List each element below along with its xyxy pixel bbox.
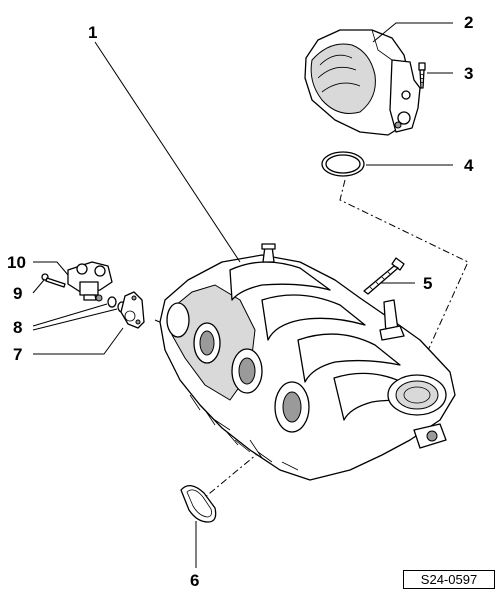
callout-1: 1 (88, 23, 98, 42)
sensor-screw (41, 273, 66, 288)
lower-seal (180, 485, 217, 523)
throttle-valve-module (304, 29, 421, 136)
callout-9: 9 (13, 284, 23, 303)
throttle-seal (321, 151, 365, 177)
throttle-screw (418, 62, 426, 89)
callout-6: 6 (190, 571, 200, 590)
sensor (67, 261, 113, 302)
intake-manifold (159, 243, 456, 481)
callout-4: 4 (464, 156, 474, 175)
leader-lines (32, 22, 453, 568)
callout-5: 5 (423, 274, 433, 293)
callout-3: 3 (464, 64, 474, 83)
callout-10: 10 (7, 253, 26, 272)
figure-reference-code: S24-0597 (403, 570, 495, 589)
callout-2: 2 (464, 13, 474, 32)
sensor-gasket (120, 291, 145, 329)
manifold-bolt (363, 257, 405, 295)
callout-8: 8 (13, 318, 23, 337)
callout-7: 7 (13, 345, 23, 364)
